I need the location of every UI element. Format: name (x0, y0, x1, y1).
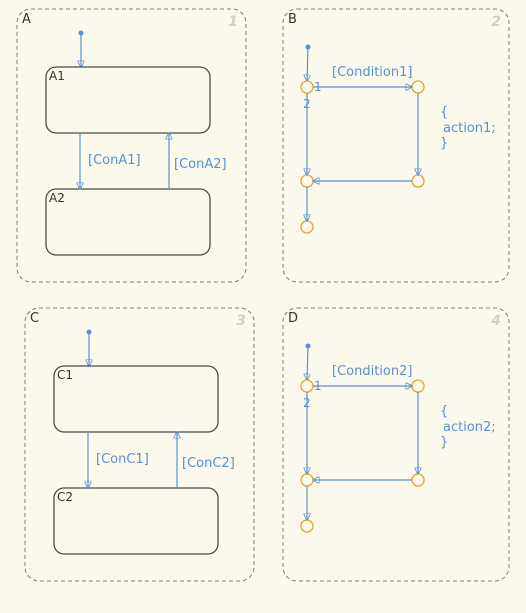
panel-label: A (22, 12, 31, 27)
panel-border[interactable] (16, 8, 247, 283)
default-transition[interactable] (307, 46, 308, 81)
panel-number: 4 (490, 313, 501, 329)
junction-exit[interactable] (300, 519, 314, 533)
junction-after-action[interactable] (411, 473, 425, 487)
panel-number: 3 (236, 313, 246, 329)
action-close-brace: } (440, 435, 448, 450)
state-box[interactable] (53, 365, 219, 433)
condition-label: [Condition2] (332, 364, 412, 379)
junction-action[interactable] (411, 80, 425, 94)
panel-border[interactable] (282, 8, 510, 283)
branch-order-1: 1 (314, 379, 322, 393)
branch-order-1: 1 (314, 80, 322, 94)
condition-label: [Condition1] (332, 65, 412, 80)
action-label: action1; (443, 121, 496, 136)
junction-after-action[interactable] (411, 174, 425, 188)
action-close-brace: } (440, 136, 448, 151)
panel-label: C (30, 311, 39, 326)
junction-merge[interactable] (300, 174, 314, 188)
state-a2[interactable]: A2 (45, 188, 211, 256)
panel-number: 2 (491, 14, 501, 30)
transition-label-up: [ConA2] (174, 157, 227, 172)
state-name: A1 (49, 69, 65, 83)
state-c2[interactable]: C2 (53, 487, 219, 555)
state-box[interactable] (45, 188, 211, 256)
transition-label-up: [ConC2] (182, 456, 235, 471)
state-a1[interactable]: A1 (45, 66, 211, 134)
transition-label-down: [ConC1] (96, 452, 149, 467)
state-box[interactable] (45, 66, 211, 134)
default-transition[interactable] (307, 345, 308, 380)
action-open-brace: { (440, 105, 448, 120)
transition-label-down: [ConA1] (88, 153, 141, 168)
junction-merge[interactable] (300, 473, 314, 487)
action-label: action2; (443, 420, 496, 435)
state-name: C1 (57, 368, 73, 382)
action-open-brace: { (440, 404, 448, 419)
panel-border[interactable] (282, 307, 510, 582)
junction-entry[interactable] (300, 379, 314, 393)
panel-label: D (288, 311, 298, 326)
panel-label: B (288, 12, 297, 27)
junction-action[interactable] (411, 379, 425, 393)
junction-entry[interactable] (300, 80, 314, 94)
panel-d: D 4 12 [Condition2] {action2;} (282, 307, 510, 582)
panel-border[interactable] (24, 307, 255, 582)
junction-exit[interactable] (300, 220, 314, 234)
branch-order-2: 2 (303, 97, 311, 111)
panel-number: 1 (228, 14, 238, 30)
state-c1[interactable]: C1 (53, 365, 219, 433)
state-name: C2 (57, 490, 73, 504)
branch-order-2: 2 (303, 396, 311, 410)
state-box[interactable] (53, 487, 219, 555)
state-name: A2 (49, 191, 65, 205)
